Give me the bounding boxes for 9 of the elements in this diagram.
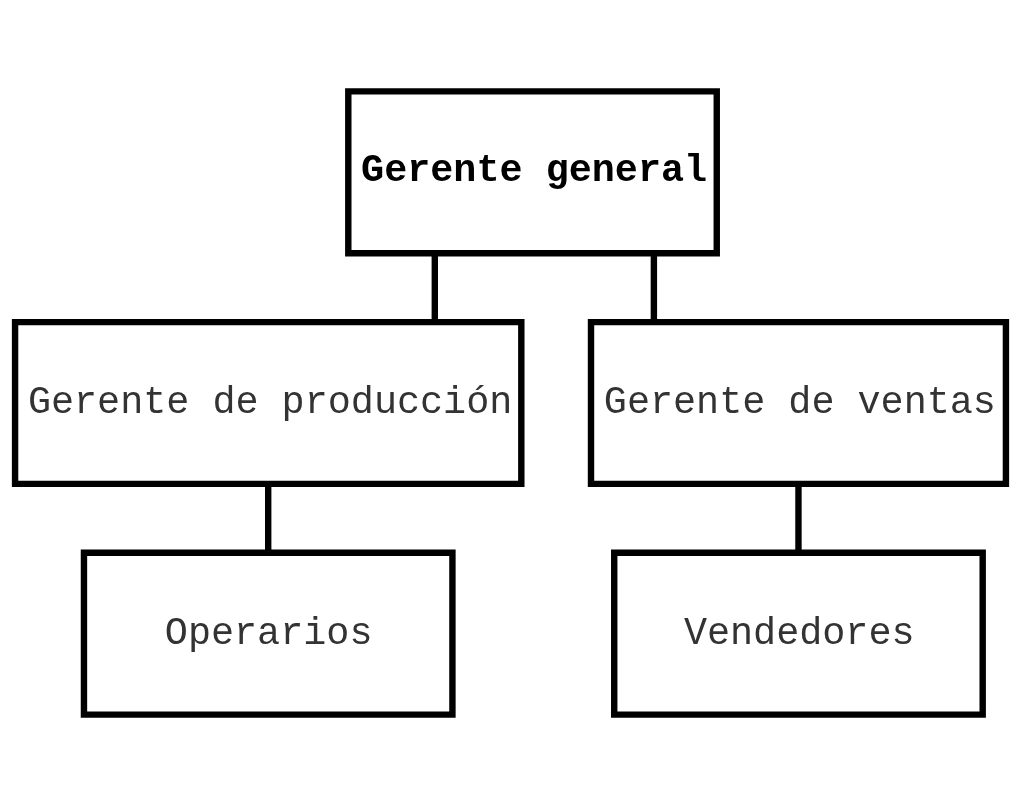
node-box: Operarios	[80, 549, 456, 718]
connector	[650, 253, 658, 322]
connector	[431, 253, 438, 322]
node-box: Vendedores	[611, 549, 986, 718]
node-box: Gerente de ventas	[587, 318, 1010, 488]
node-box: Gerente de producción	[11, 318, 525, 488]
connector	[265, 484, 272, 553]
connector	[795, 484, 802, 553]
node-box: Gerente general	[345, 88, 720, 257]
